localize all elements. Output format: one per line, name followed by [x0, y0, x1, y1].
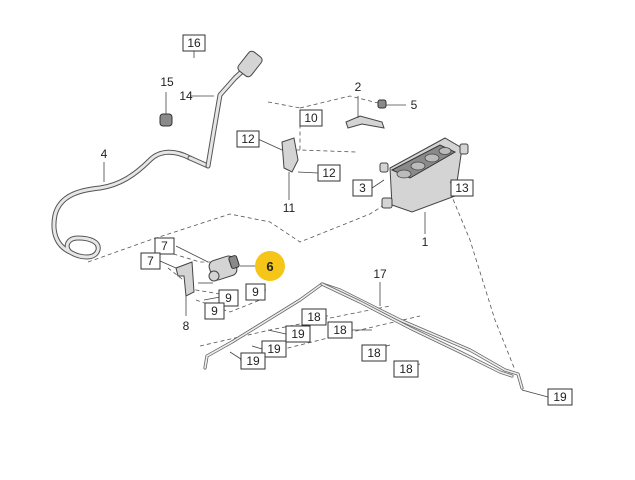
svg-text:7: 7	[147, 254, 154, 268]
label-4[interactable]: 4	[101, 147, 108, 161]
callout-18-b[interactable]: 18	[327, 321, 353, 339]
label-15[interactable]: 15	[160, 75, 174, 89]
svg-text:9: 9	[211, 304, 218, 318]
svg-text:3: 3	[359, 181, 366, 195]
svg-text:19: 19	[246, 354, 260, 368]
svg-text:19: 19	[291, 327, 305, 341]
callout-18-c[interactable]: 18	[361, 344, 387, 362]
callout-10[interactable]: 10	[299, 109, 323, 127]
bracket-part-2	[345, 96, 385, 129]
label-5[interactable]: 5	[411, 98, 418, 112]
callout-9-a[interactable]: 9	[245, 283, 266, 301]
callout-19-a[interactable]: 19	[285, 325, 311, 343]
label-8[interactable]: 8	[183, 319, 190, 333]
svg-text:12: 12	[241, 132, 255, 146]
line-part-17	[203, 282, 524, 390]
svg-text:18: 18	[399, 362, 413, 376]
svg-text:7: 7	[161, 239, 168, 253]
valve-part-6	[208, 255, 256, 282]
callout-16[interactable]: 16	[182, 34, 206, 52]
bolt-part-5	[377, 99, 406, 109]
callout-12-upper[interactable]: 12	[236, 130, 260, 148]
grommet-part-15	[159, 92, 173, 127]
callout-9-b[interactable]: 9	[218, 289, 239, 307]
pipe-part-4	[51, 149, 211, 260]
callout-7-upper[interactable]: 7	[154, 237, 175, 255]
callout-19-c[interactable]: 19	[240, 352, 266, 370]
callout-12-lower[interactable]: 12	[317, 164, 341, 182]
canister-part-1	[379, 137, 469, 234]
label-1[interactable]: 1	[422, 235, 429, 249]
tube-part-14	[205, 50, 263, 169]
svg-text:18: 18	[333, 323, 347, 337]
svg-text:12: 12	[322, 166, 336, 180]
label-14[interactable]: 14	[179, 89, 193, 103]
svg-text:10: 10	[304, 111, 318, 125]
callout-19-d[interactable]: 19	[547, 388, 573, 406]
callout-19-b[interactable]: 19	[261, 340, 287, 358]
label-2[interactable]: 2	[355, 80, 362, 94]
callout-9-c[interactable]: 9	[204, 302, 225, 320]
svg-text:19: 19	[553, 390, 567, 404]
svg-text:9: 9	[252, 285, 259, 299]
svg-text:18: 18	[307, 310, 321, 324]
svg-text:16: 16	[187, 36, 201, 50]
bracket-part-8	[175, 261, 195, 316]
callout-18-a[interactable]: 18	[301, 308, 327, 326]
svg-text:19: 19	[267, 342, 281, 356]
clip-part-11	[281, 137, 299, 200]
svg-text:6: 6	[266, 259, 273, 274]
leader-lines	[103, 50, 549, 398]
svg-text:9: 9	[225, 291, 232, 305]
svg-text:18: 18	[367, 346, 381, 360]
callout-3[interactable]: 3	[352, 179, 373, 197]
callout-13[interactable]: 13	[450, 179, 474, 197]
callout-6-highlighted[interactable]: 6	[255, 251, 285, 281]
callout-7-lower[interactable]: 7	[140, 252, 161, 270]
callout-18-d[interactable]: 18	[393, 360, 419, 378]
label-11[interactable]: 11	[283, 201, 296, 215]
svg-text:13: 13	[455, 181, 469, 195]
label-17[interactable]: 17	[373, 267, 387, 281]
